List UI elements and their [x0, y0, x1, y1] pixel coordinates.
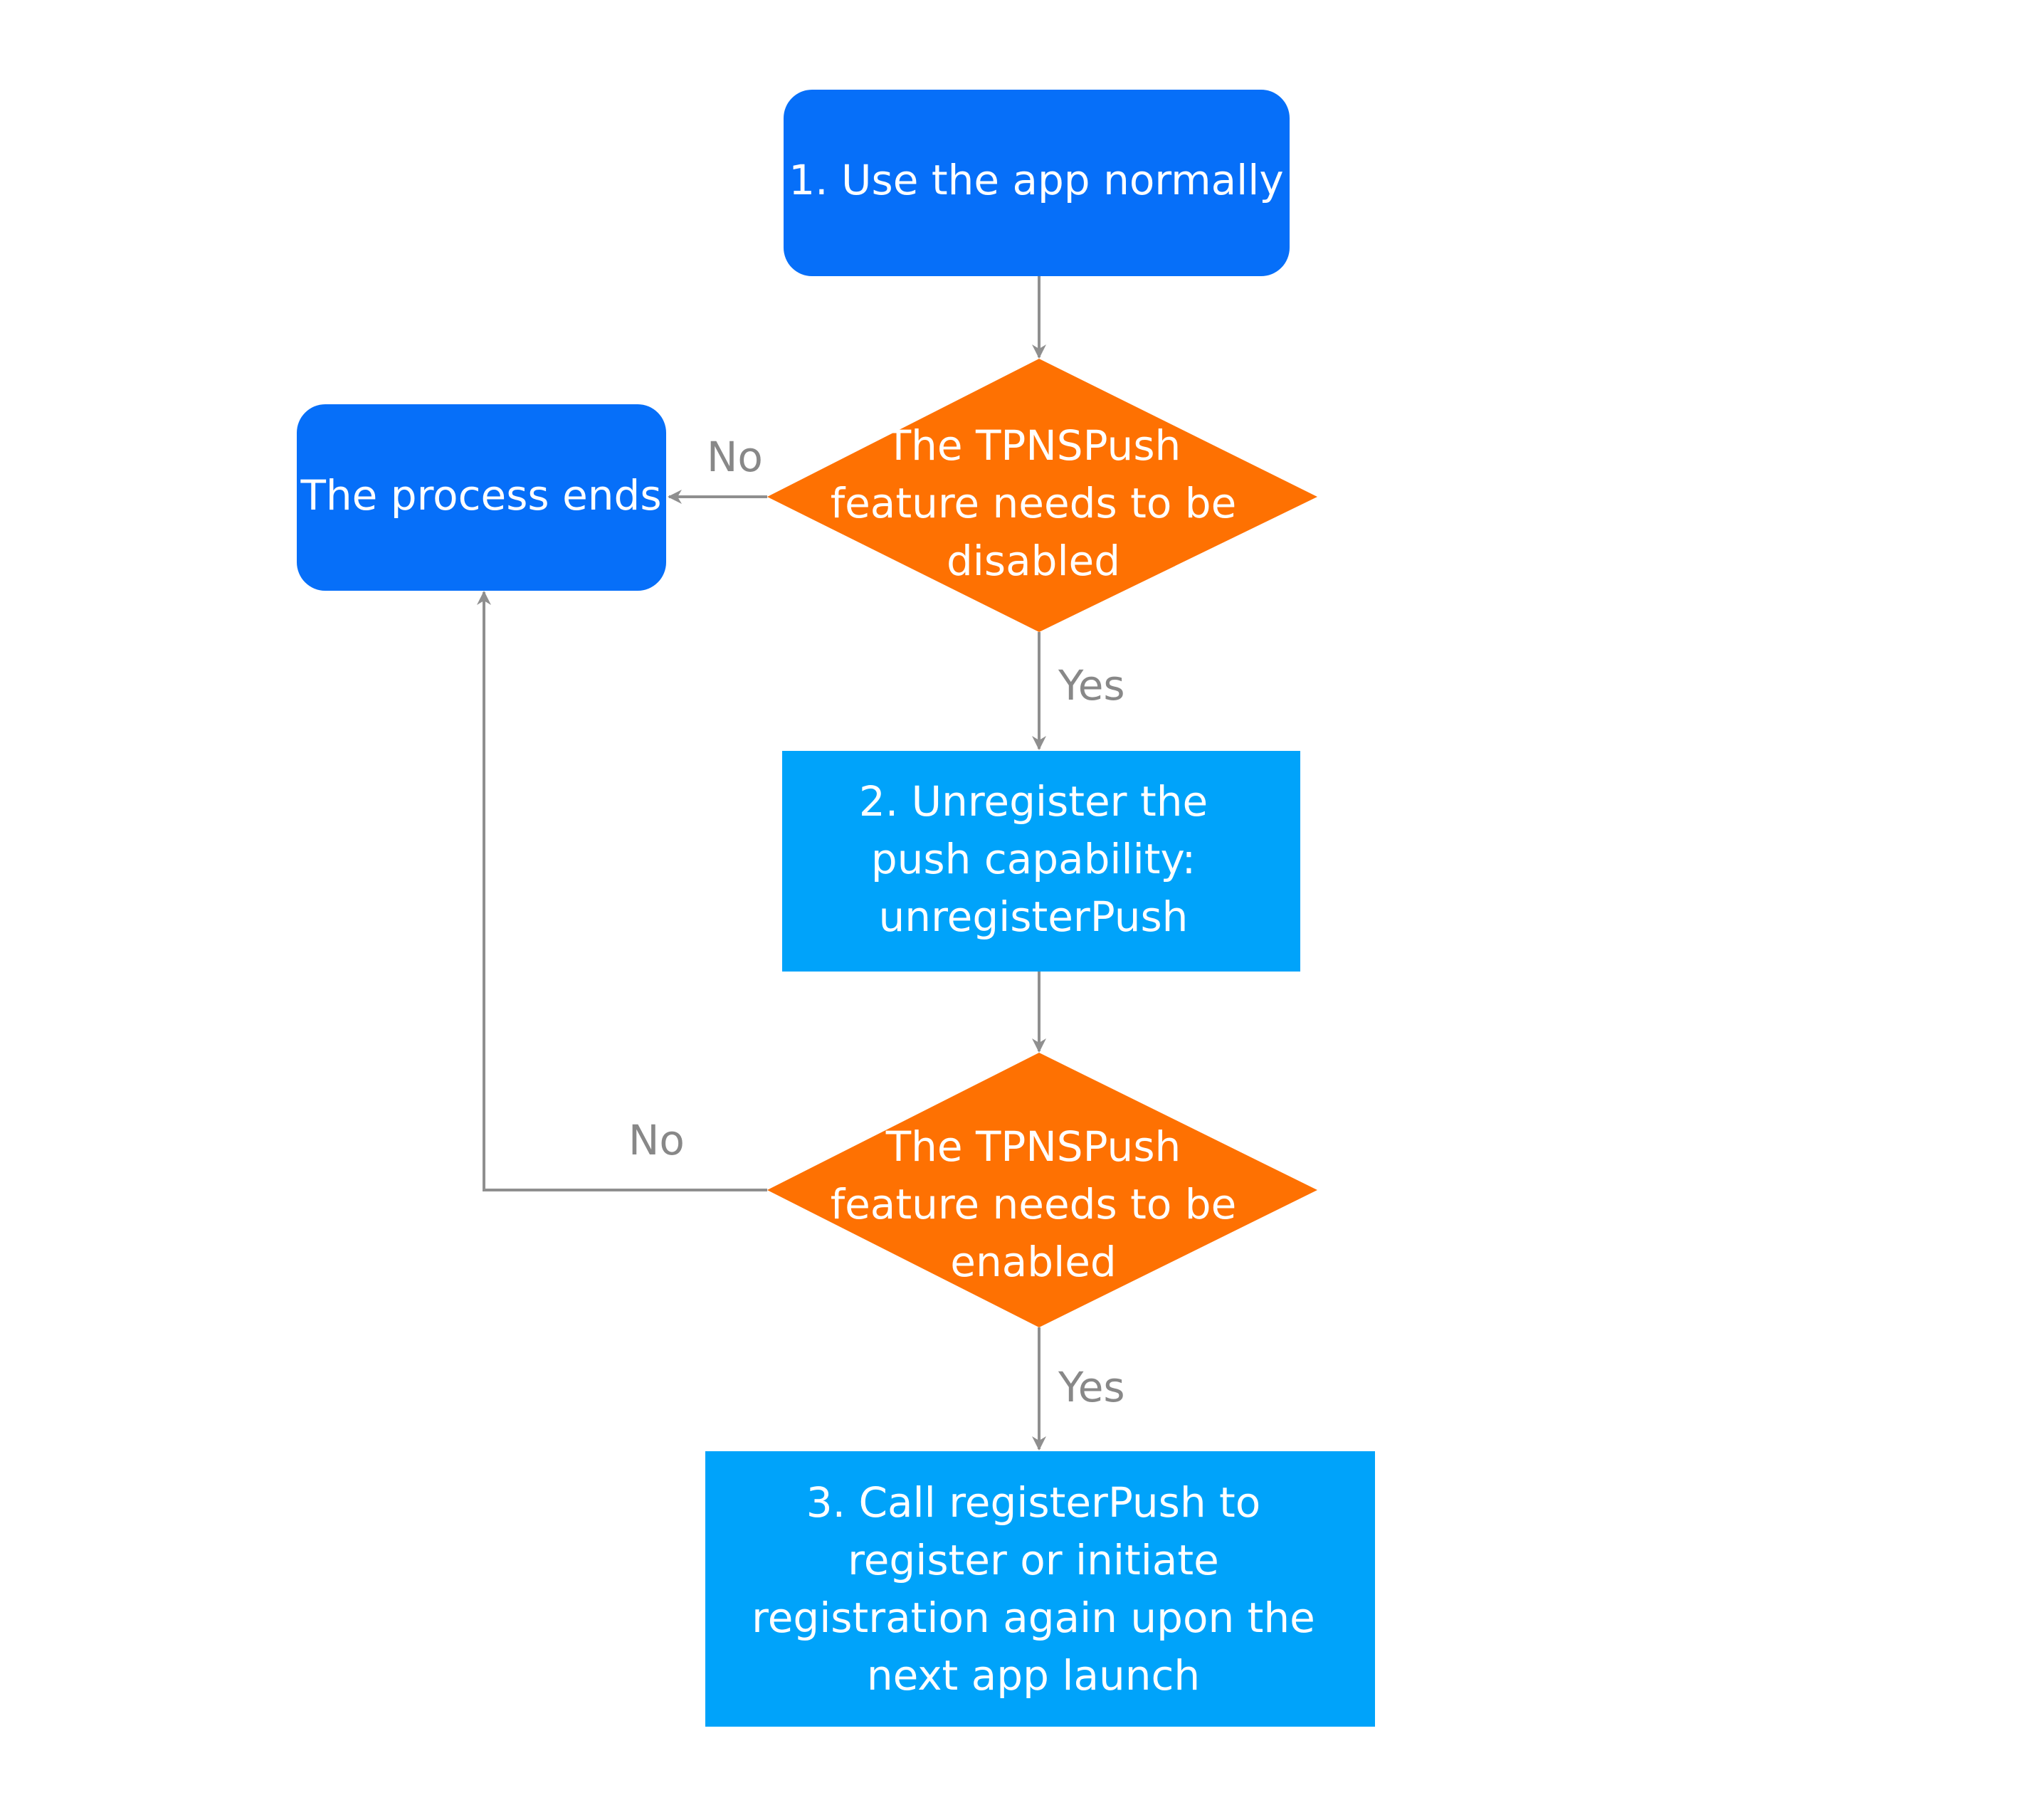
edges: [477, 276, 1046, 1451]
edge-label-decision2-yes: Yes: [1058, 1363, 1125, 1411]
decision1-label-line-2: feature needs to be: [831, 479, 1237, 527]
decision1-label-line-3: disabled: [947, 537, 1120, 585]
decision2-label-line-1: The TPNSPush: [885, 1122, 1181, 1171]
step3-label-line-1: 3. Call registerPush to: [806, 1478, 1261, 1527]
edge-label-decision2-no: No: [628, 1116, 685, 1164]
step3-label-line-2: register or initiate: [848, 1536, 1219, 1584]
decision1-label-line-1: The TPNSPush: [885, 421, 1181, 470]
decision2-label-line-3: enabled: [950, 1238, 1116, 1286]
edge-label-decision1-yes: Yes: [1058, 661, 1125, 710]
edge-label-decision1-no: No: [707, 433, 763, 481]
step3-label-line-4: next app launch: [867, 1651, 1200, 1700]
step2-label-line-1: 2. Unregister the: [859, 777, 1208, 826]
decision1-node: [767, 359, 1317, 632]
step2-node: [782, 751, 1300, 972]
end-node-label: The process ends: [300, 471, 661, 520]
step3-node: [705, 1451, 1375, 1727]
decision2-node: [767, 1053, 1317, 1327]
start-node: [784, 90, 1290, 276]
step3-label-line-3: registration again upon the: [752, 1594, 1315, 1642]
step2-label-line-2: push capability:: [871, 835, 1196, 883]
end-node: [297, 404, 666, 591]
step2-label-line-3: unregisterPush: [879, 893, 1189, 941]
decision2-label-line-2: feature needs to be: [831, 1180, 1237, 1228]
start-node-label: 1. Use the app normally: [789, 156, 1283, 204]
edge-decision2-no: [477, 591, 767, 1191]
